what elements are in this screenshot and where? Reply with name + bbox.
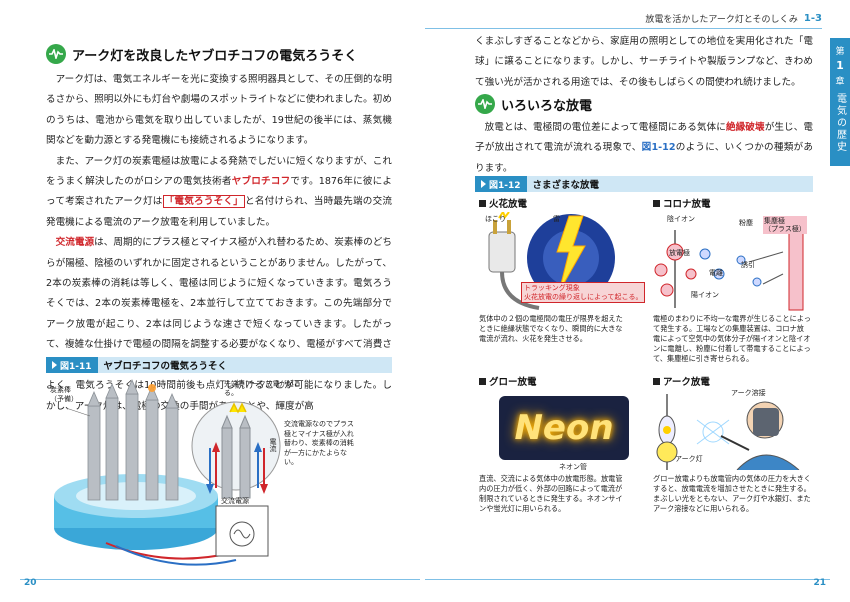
right-body-text: 放電とは、電極間の電位差によって電極間にある気体に絶縁破壊が生じ、電子が放出され… bbox=[475, 118, 813, 179]
intro-paragraph: くまぶしすぎることなどから、家庭用の照明としての地位を実用化された「電球」に譲る… bbox=[475, 36, 813, 88]
electric-candle-illustration bbox=[54, 378, 281, 566]
label-electron: 電離 bbox=[709, 269, 723, 277]
glow-title: グロー放電 bbox=[479, 374, 537, 388]
arc-title: アーク放電 bbox=[653, 374, 710, 388]
corona-title: コロナ放電 bbox=[653, 196, 711, 210]
label-arc-tip: 先端でアーク放電が起こる。 bbox=[224, 380, 301, 397]
footer-rule-left bbox=[20, 579, 420, 580]
emphasis-ac-power: 交流電源 bbox=[55, 237, 95, 249]
label-ac-explanation: 交流電源なのでプラス極とマイナス極が入れ替わり、炭素棒の消耗が一方にかたよらない… bbox=[284, 420, 354, 466]
chapter-prefix: 第 bbox=[835, 47, 845, 57]
discharge-paragraph: 放電とは、電極間の電位差によって電極間にある気体に絶縁破壊が生じ、電子が放出され… bbox=[475, 122, 814, 174]
figure-title: さまざまな放電 bbox=[532, 180, 600, 191]
running-title: 放電を活かしたアーク灯とそのしくみ bbox=[645, 15, 798, 25]
wave-icon bbox=[46, 44, 66, 64]
label-current: 電流 bbox=[269, 438, 277, 452]
heading-text: アーク灯を改良したヤブロチコフの電気ろうそく bbox=[72, 48, 358, 64]
figure-tag: 図1-11 bbox=[46, 357, 98, 373]
label-arc-weld: アーク溶接 bbox=[731, 389, 766, 397]
label-collector: 集塵極 （プラス極） bbox=[763, 216, 807, 234]
paragraph-2: また、アーク灯の炭素電極は放電による発熱でしだいに短くなりますが、これをうまく解… bbox=[46, 155, 393, 228]
chapter-number: 1 bbox=[836, 59, 844, 72]
section-heading-left: アーク灯を改良したヤブロチコフの電気ろうそく bbox=[46, 44, 357, 64]
chapter-suffix: 章 bbox=[835, 77, 845, 87]
neon-sign: Neon bbox=[499, 396, 629, 460]
spark-discharge-illustration bbox=[488, 212, 615, 310]
figure-tag: 図1-12 bbox=[475, 176, 527, 192]
label-carbon-rod: 炭素棒 （予備） bbox=[50, 386, 78, 403]
footer-rule-right bbox=[425, 579, 830, 580]
label-corona-dust: 粉塵 bbox=[739, 219, 753, 227]
paragraph: アーク灯は、電気エネルギーを光に変換する照明器具として、その圧倒的な明るさから、… bbox=[46, 74, 392, 147]
section-number: 1-3 bbox=[803, 13, 822, 24]
left-page: アーク灯を改良したヤブロチコフの電気ろうそく アーク灯は、電気エネルギーを光に変… bbox=[20, 44, 420, 588]
figure-label-1-11: 図1-11 ヤブロチコフの電気ろうそく bbox=[46, 357, 392, 373]
figure-reference: 図1-12 bbox=[641, 142, 676, 154]
emphasis-candle: 「電気ろうそく」 bbox=[162, 195, 246, 209]
label-ion: 陰イオン bbox=[667, 215, 695, 223]
figure-title: ヤブロチコフの電気ろうそく bbox=[103, 361, 228, 372]
label-attract: 誘引 bbox=[741, 261, 755, 269]
label-tracking: トラッキング現象 火花放電の繰り返しによって起こる。 bbox=[521, 282, 646, 303]
arc-discharge-illustration bbox=[656, 394, 800, 470]
right-intro-text: くまぶしすぎることなどから、家庭用の照明としての地位を実用化された「電球」に譲る… bbox=[475, 32, 813, 93]
label-neon-tube: ネオン管 bbox=[559, 463, 587, 471]
neon-text: Neon bbox=[514, 408, 614, 448]
header-rule bbox=[425, 28, 822, 29]
chapter-title: 電気の歴史 bbox=[834, 93, 846, 153]
chapter-tab: 第 1 章 電気の歴史 bbox=[830, 38, 850, 166]
label-arc-lamp: アーク灯 bbox=[675, 455, 703, 463]
section-heading-right: いろいろな放電 bbox=[475, 94, 592, 114]
label-dust: ほこり bbox=[485, 215, 506, 223]
page-number-right: 21 bbox=[813, 578, 826, 588]
wave-icon bbox=[475, 94, 495, 114]
heading-text: いろいろな放電 bbox=[501, 98, 593, 114]
emphasis-breakdown: 絶縁破壊 bbox=[725, 122, 765, 133]
label-discharge-electrode: 放電極 bbox=[669, 249, 690, 257]
glow-caption: 直流、交流による気体中の放電形態。放電管内の圧力が低く、外部の回路によって電流が… bbox=[479, 474, 623, 513]
spark-caption: 気体中の２個の電極間の電圧が限界を超えたときに絶縁状態でなくなり、瞬間的に大きな… bbox=[479, 314, 623, 343]
arc-caption: グロー放電よりも放電管内の気体の圧力を大きくすると、放電電流を増加させたときに発… bbox=[653, 474, 811, 513]
emphasis-yablochkov: ヤブロチコフ bbox=[231, 176, 291, 188]
label-ac-power: 交流電源 bbox=[221, 497, 249, 505]
label-thunder: 雷 bbox=[553, 215, 560, 223]
label-cation: 陽イオン bbox=[691, 291, 719, 299]
spark-title: 火花放電 bbox=[479, 196, 527, 210]
figure-label-1-12: 図1-12 さまざまな放電 bbox=[475, 176, 813, 192]
corona-caption: 電極のまわりに不均一な電界が生じることによって発生する。工場などの集塵装置は、コ… bbox=[653, 314, 811, 363]
page-number-left: 20 bbox=[24, 578, 37, 588]
right-page: 放電を活かしたアーク灯とそのしくみ 1-3 第 1 章 電気の歴史 くまぶしすぎ… bbox=[425, 0, 850, 602]
running-header: 放電を活かしたアーク灯とそのしくみ 1-3 bbox=[645, 12, 822, 25]
